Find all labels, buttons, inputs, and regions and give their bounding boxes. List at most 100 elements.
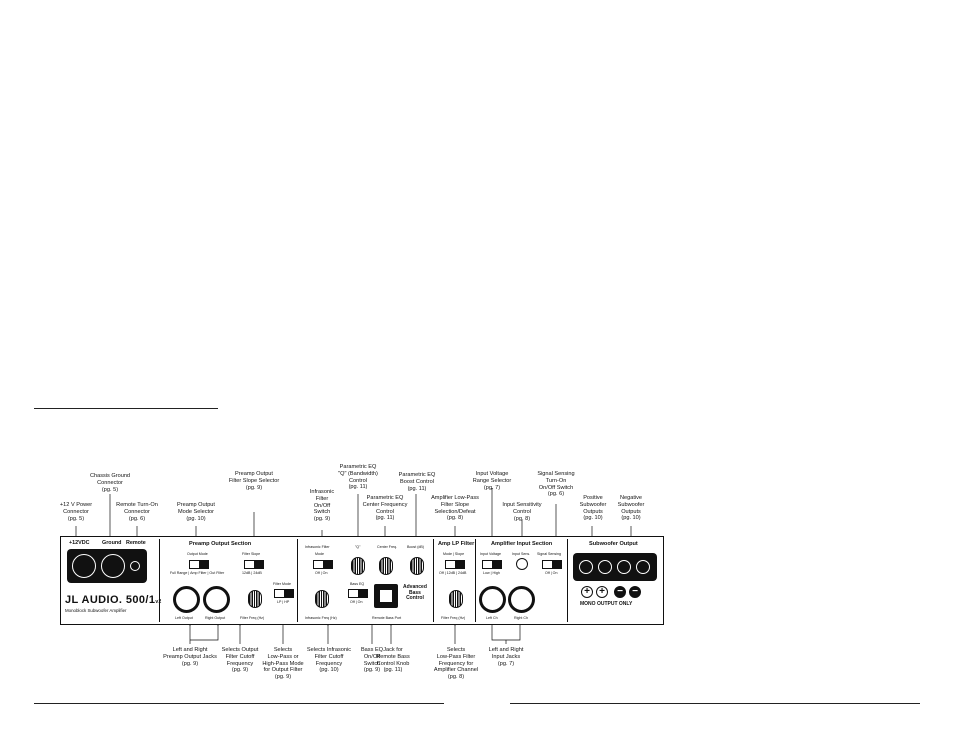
callout-peq-q: Parametric EQ "Q" (Bandwidth) Control (p… — [338, 464, 378, 491]
filter-mode-switch[interactable] — [274, 589, 294, 598]
section-divider — [433, 539, 434, 622]
power-terminal-block — [67, 549, 147, 583]
mono-output-label: MONO OUTPUT ONLY — [580, 601, 633, 607]
input-voltage-switch[interactable] — [482, 560, 502, 569]
callout-lp-hp-mode: Selects Low-Pass or High-Pass Mode for O… — [262, 647, 304, 681]
negative-symbol-icon: − — [629, 586, 641, 598]
input-sens-label: Input Sens. — [512, 552, 531, 556]
amp-lp-switch[interactable] — [445, 560, 465, 569]
right-ch-label: Right Ch — [514, 616, 528, 620]
signal-sensing-off-on: Off | On — [545, 571, 558, 575]
callout-lp-freq: Selects Low-Pass Filter Frequency for Am… — [433, 647, 479, 681]
center-freq-label: Center Freq. — [377, 545, 398, 549]
callout-input-voltage: Input Voltage Range Selector (pg. 7) — [472, 471, 512, 491]
callout-peq-center: Parametric EQ Center Frequency Control (… — [362, 495, 408, 522]
callout-remote-turn-on: Remote Turn-On Connector (pg. 6) — [116, 502, 158, 522]
callout-peq-boost: Parametric EQ Boost Control (pg. 11) — [398, 472, 436, 492]
footer-rule-right — [510, 703, 920, 704]
model-subtitle: Monoblock Subwoofer Amplifier — [65, 608, 127, 613]
amp-lp-filter-title: Amp LP Filter — [438, 541, 475, 547]
amplifier-end-panel: +12VDC Ground Remote JL AUDIO. 500/1v2 M… — [60, 536, 664, 625]
callout-remote-jack: Jack for Remote Bass Control Knob (pg. 1… — [376, 647, 410, 674]
power-label: +12VDC — [69, 540, 90, 546]
positive-symbol-icon: + — [581, 586, 593, 598]
infrasonic-filter-label: Infrasonic Filter — [305, 545, 330, 549]
infrasonic-freq-knob[interactable] — [315, 590, 329, 608]
bass-eq-switch[interactable] — [348, 589, 368, 598]
section-divider — [297, 539, 298, 622]
callout-input-sens: Input Sensitivity Control (pg. 8) — [502, 502, 542, 522]
callout-power-12v: +12 V Power Connector (pg. 5) — [59, 502, 93, 522]
brand-version: v2 — [155, 599, 162, 605]
lp-hp-label: LP | HP — [277, 600, 290, 604]
bass-eq-label: Bass EQ — [350, 582, 365, 586]
amp-filter-freq-knob[interactable] — [449, 590, 463, 608]
input-voltage-label: Input Voltage — [480, 552, 501, 556]
boost-label: Boost (dB) — [407, 545, 424, 549]
filter-mode-label: Filter Mode — [273, 582, 291, 586]
lp-options: Off | 12dB | 24dB — [439, 571, 467, 575]
callout-infrasonic-cutoff: Selects Infrasonic Filter Cutoff Frequen… — [306, 647, 352, 674]
ground-terminal[interactable] — [101, 554, 125, 578]
mode-slope-label: Mode | Slope — [443, 552, 465, 556]
callout-infrasonic-switch: Infrasonic Filter On/Off Switch (pg. 9) — [309, 489, 335, 523]
remote-bass-port-label: Remote Bass Port — [372, 616, 402, 620]
filter-slope-switch[interactable] — [244, 560, 264, 569]
callout-output-cutoff: Selects Output Filter Cutoff Frequency (… — [221, 647, 259, 674]
remote-label: Remote — [126, 540, 146, 546]
positive-terminal-1[interactable] — [579, 560, 593, 574]
power-terminal[interactable] — [72, 554, 96, 578]
callout-amp-lp-slope: Amplifier Low-Pass Filter Slope Selectio… — [431, 495, 479, 522]
right-input-jack[interactable] — [508, 586, 535, 613]
section-divider — [159, 539, 160, 622]
callout-preamp-mode: Preamp Output Mode Selector (pg. 10) — [177, 502, 215, 522]
infrasonic-switch[interactable] — [313, 560, 333, 569]
amp-input-section-title: Amplifier Input Section — [491, 541, 553, 547]
q-label: "Q" — [355, 545, 361, 549]
negative-terminal-2[interactable] — [636, 560, 650, 574]
callout-bass-eq: Bass EQ On/Off Switch (pg. 9) — [360, 647, 384, 674]
positive-symbol-icon: + — [596, 586, 608, 598]
signal-sensing-label: Signal Sensing — [537, 552, 561, 556]
positive-terminal-2[interactable] — [598, 560, 612, 574]
left-input-jack[interactable] — [479, 586, 506, 613]
brand-name: JL AUDIO. 500/1 — [65, 594, 156, 606]
amp-filter-freq-label: Filter Freq (Hz) — [441, 616, 466, 620]
output-mode-switch[interactable] — [189, 560, 209, 569]
infrasonic-freq-label: Infrasonic Freq (Hz) — [305, 616, 337, 620]
remote-terminal[interactable] — [130, 561, 140, 571]
output-mode-options: Full Range | Amp Filter | Out Filter — [170, 571, 225, 575]
section-divider — [475, 539, 476, 622]
preamp-section-title: Preamp Output Section — [189, 541, 252, 547]
bass-eq-off-on: Off | On — [350, 600, 363, 604]
boost-knob[interactable] — [410, 557, 424, 575]
ground-label: Ground — [102, 540, 122, 546]
header-rule — [34, 408, 218, 409]
section-divider — [567, 539, 568, 622]
negative-terminal-1[interactable] — [617, 560, 631, 574]
callout-preamp-slope: Preamp Output Filter Slope Selector (pg.… — [228, 471, 280, 491]
infrasonic-off-on: Off | On — [315, 571, 328, 575]
negative-symbol-icon: − — [614, 586, 626, 598]
left-output-label: Left Output — [175, 616, 193, 620]
output-mode-label: Output Mode — [187, 552, 208, 556]
remote-bass-port[interactable] — [374, 584, 398, 608]
brand-logo: JL AUDIO. 500/1v2 — [65, 594, 162, 606]
callout-signal-sensing: Signal Sensing Turn-On On/Off Switch (pg… — [537, 471, 575, 498]
input-sens-control[interactable] — [516, 558, 528, 570]
left-ch-label: Left Ch — [486, 616, 498, 620]
left-output-jack[interactable] — [173, 586, 200, 613]
subwoofer-output-title: Subwoofer Output — [589, 541, 638, 547]
advanced-bass-label: Advanced Bass Control — [403, 584, 427, 602]
right-output-jack[interactable] — [203, 586, 230, 613]
filter-slope-label: Filter Slope — [242, 552, 261, 556]
callout-input-jacks: Left and Right Input Jacks (pg. 7) — [488, 647, 524, 667]
q-knob[interactable] — [351, 557, 365, 575]
preamp-filter-freq-knob[interactable] — [248, 590, 262, 608]
signal-sensing-switch[interactable] — [542, 560, 562, 569]
center-freq-knob[interactable] — [379, 557, 393, 575]
low-high-label: Low | High — [483, 571, 500, 575]
right-output-label: Right Output — [205, 616, 226, 620]
callout-pos-outputs: Positive Subwoofer Outputs (pg. 10) — [579, 495, 607, 522]
filter-freq-label: Filter Freq (Hz) — [240, 616, 265, 620]
